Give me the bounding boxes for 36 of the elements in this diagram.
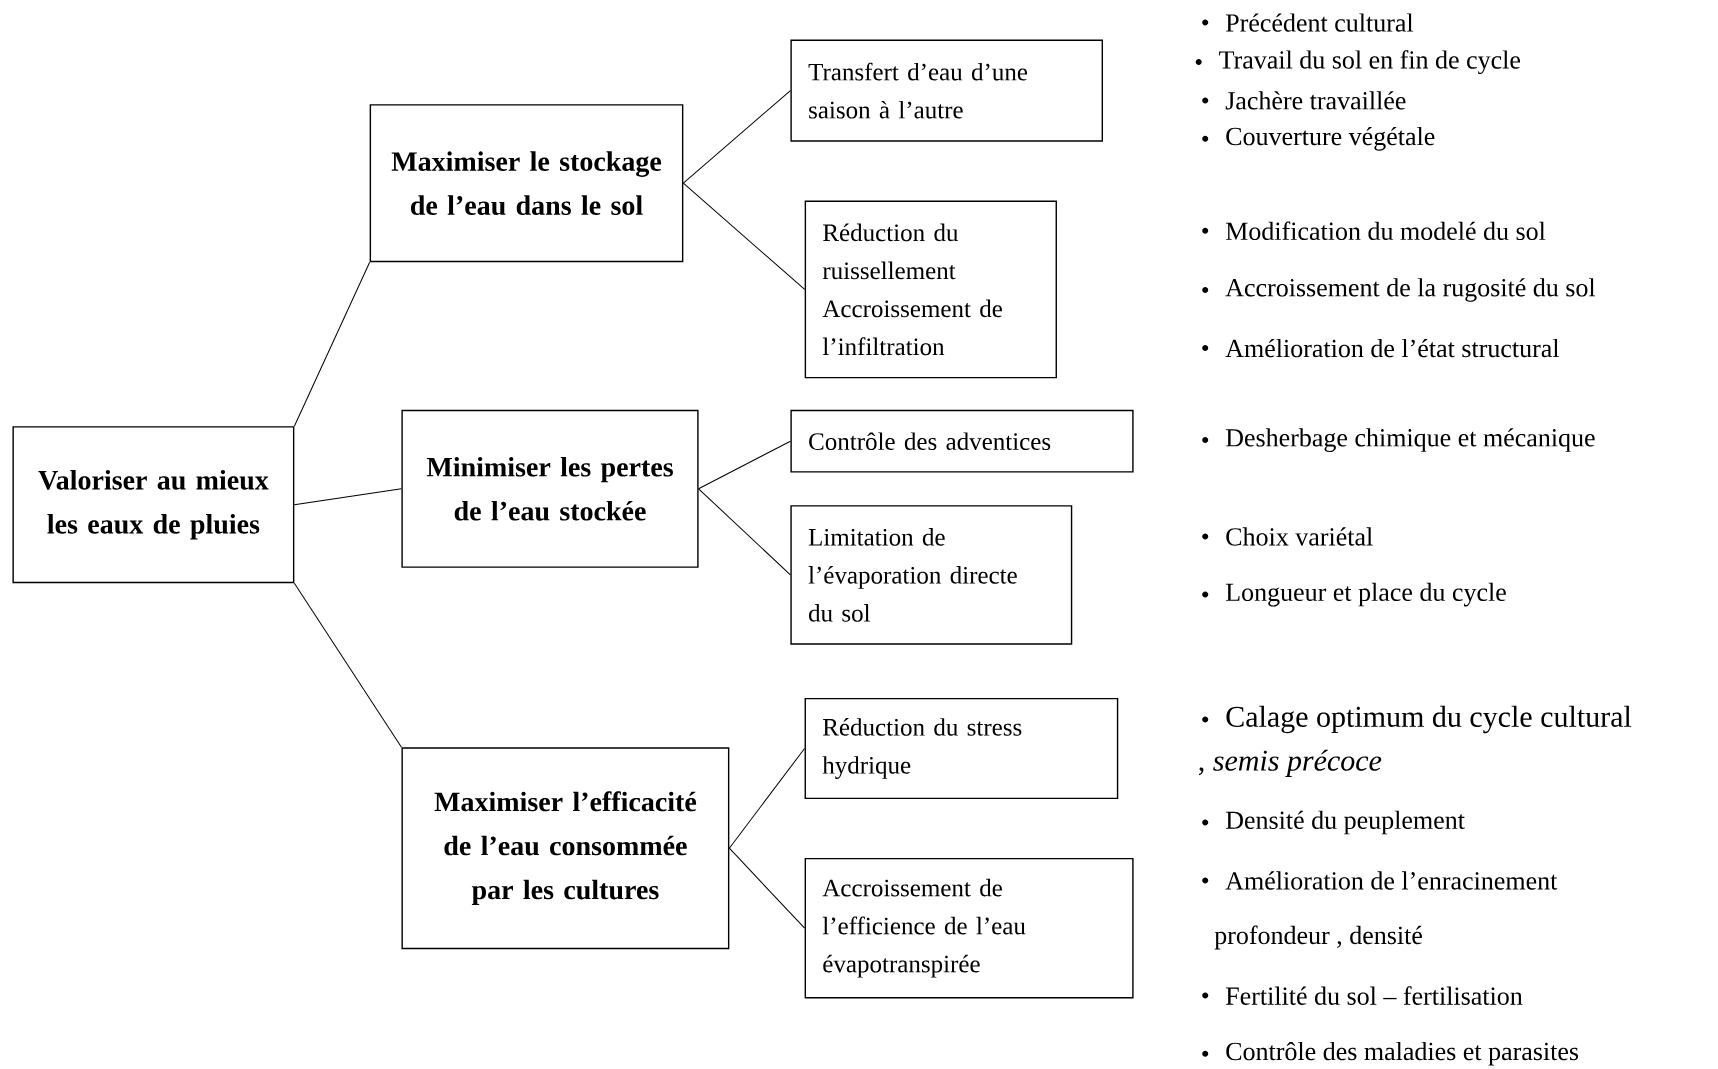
bullet-point-text: Couverture végétale bbox=[1226, 126, 1435, 151]
goal-box: Maximiser le stockage de l’eau dans le sol bbox=[369, 104, 684, 263]
goal-box: Minimiser les pertes de l’eau stockée bbox=[401, 409, 699, 568]
bullet-point-text: Modification du modelé du sol bbox=[1225, 221, 1546, 241]
bullet-point-text: Contrôle des maladies et parasites bbox=[1226, 1041, 1579, 1066]
bullet-point-text: , semis précoce bbox=[1198, 749, 1382, 777]
bullet-point-text: Desherbage chimique et mécanique bbox=[1225, 428, 1595, 452]
bullet-point-text: Accroissement de la rugosité du sol bbox=[1225, 278, 1596, 302]
action-box: Réduction du ruissellement Accroissement de l’infiltration bbox=[804, 200, 1057, 379]
connector-line bbox=[682, 182, 806, 290]
connector-line bbox=[293, 488, 402, 506]
bullet-point-text: Précédent cultural bbox=[1225, 13, 1414, 32]
action-box: Accroissement de l’efficience de l’eau évapotranspirée bbox=[804, 857, 1134, 999]
connector-line bbox=[728, 847, 806, 929]
action-box: Limitation de l’évaporation directe du sol bbox=[790, 505, 1073, 645]
bullet-point-text: Calage optimum du cycle cultural bbox=[1226, 705, 1632, 734]
bullet-point-text: profondeur , densité bbox=[1214, 925, 1422, 950]
connector-line bbox=[698, 440, 791, 490]
bullet-point-text: Densité du peuplement bbox=[1225, 810, 1465, 835]
goal-box: Valoriser au mieux les eaux de pluies bbox=[12, 426, 295, 584]
connector-line bbox=[682, 90, 791, 184]
connector-line bbox=[293, 582, 402, 748]
action-box: Réduction du stress hydrique bbox=[804, 697, 1119, 800]
connector-line bbox=[293, 261, 371, 427]
bullet-point-text: Travail du sol en fin de cycle bbox=[1219, 50, 1521, 75]
action-box: Contrôle des adventices bbox=[790, 409, 1134, 473]
bullet-point-text: Amélioration de l’enracinement bbox=[1225, 871, 1558, 890]
action-box: Transfert d’eau d’une saison à l’autre bbox=[790, 39, 1103, 142]
goal-box: Maximiser l’efficacité de l’eau consommée par les cultures bbox=[401, 747, 730, 950]
connector-line bbox=[698, 488, 791, 576]
bullet-point-text: Choix variétal bbox=[1226, 527, 1373, 546]
bullet-point-text: Amélioration de l’état structural bbox=[1225, 338, 1559, 358]
bullet-point-text: Longueur et place du cycle bbox=[1225, 582, 1506, 607]
bullet-point-text: Jachère travaillée bbox=[1225, 91, 1406, 110]
connector-line bbox=[728, 748, 806, 849]
bullet-point-text: Fertilité du sol – fertilisation bbox=[1225, 986, 1523, 1005]
